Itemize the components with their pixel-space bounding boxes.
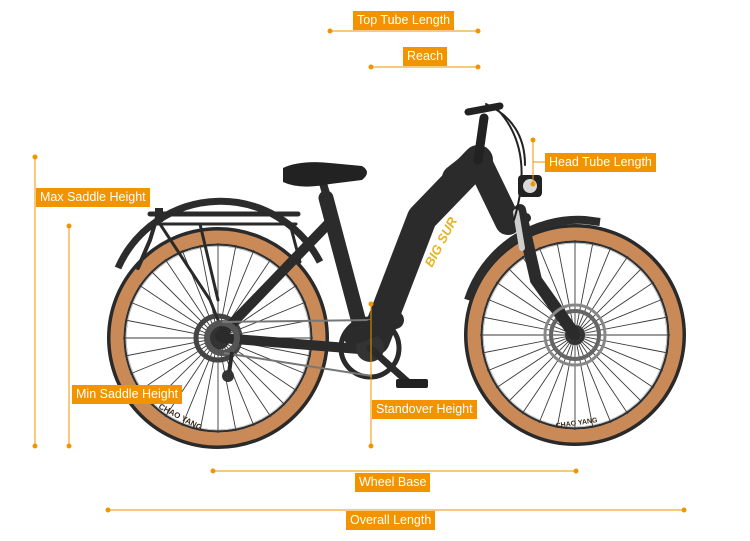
bike-illustration: BIG SUR [107,102,686,449]
handlebars [464,102,526,221]
standover-height-line [368,301,374,449]
overall-length-line [105,507,687,513]
min-saddle-height-line [66,223,72,449]
disc-brake [543,303,607,367]
reach-line [368,64,481,70]
reach-label: Reach [403,47,448,66]
max-saddle-height-line [32,154,38,449]
min-saddle-height-label: Min Saddle Height [72,385,183,404]
front-fork [503,204,581,341]
headlight-lens [523,179,537,193]
wheel-base-label: Wheel Base [355,473,431,492]
standover-height-label: Standover Height [372,400,477,419]
drivetrain [204,311,428,388]
rear-rack [136,208,302,332]
wheel-base-line [210,468,579,474]
front-fender [464,215,601,302]
overall-length-label: Overall Length [346,511,436,530]
dimension-lines [32,28,687,513]
max-saddle-height-label: Max Saddle Height [36,188,150,207]
top-tube-length-line [327,28,481,34]
saddle [283,162,367,187]
head-tube-length-label: Head Tube Length [545,153,656,172]
top-tube-length-label: Top Tube Length [353,11,455,30]
rear-fender [114,197,324,270]
head-tube-length-line [530,137,546,187]
